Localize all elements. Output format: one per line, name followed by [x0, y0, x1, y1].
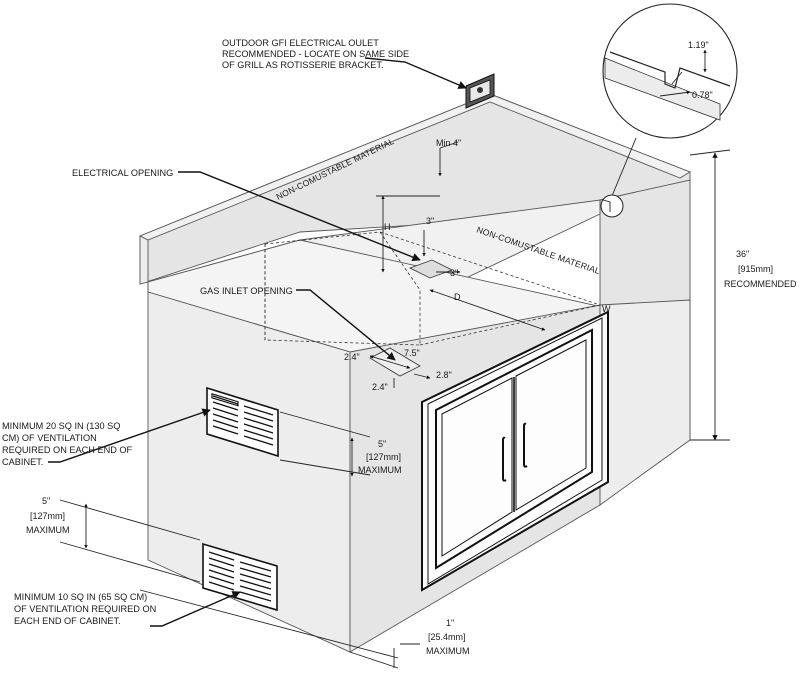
- gas-inlet-box: [369, 347, 431, 388]
- label-gfi: OUTDOOR GFI ELECTRICAL OULET RECOMMENDED…: [222, 38, 409, 70]
- access-doors: [421, 310, 609, 592]
- svg-text:[915mm]: [915mm]: [738, 264, 773, 274]
- vent-grille-upper: [206, 386, 279, 458]
- detail-dim-1-19: 1.19": [688, 40, 709, 50]
- dim-36-text: 36" [915mm] RECOMMENDED: [724, 249, 797, 289]
- dim-3in-b: 3": [450, 268, 458, 278]
- electrical-opening-box: [408, 230, 461, 279]
- detail-dim-0-78: 0.78": [692, 90, 713, 100]
- label-gas-inlet: GAS INLET OPENING: [200, 286, 293, 296]
- svg-text:1": 1": [446, 618, 454, 628]
- svg-text:MAXIMUM: MAXIMUM: [426, 646, 470, 656]
- dim-vent-lower: [59, 499, 201, 583]
- leader-electrical: [178, 171, 421, 262]
- dim-gas-7-5: 7.5": [404, 348, 420, 358]
- svg-text:MAXIMUM: MAXIMUM: [26, 525, 70, 535]
- dim-d-line: [429, 289, 546, 331]
- dim-36-line: [689, 149, 731, 441]
- dim-vent-upper-text: 5" [127mm] MAXIMUM: [358, 439, 402, 475]
- svg-text:REQUIRED ON EACH END OF: REQUIRED ON EACH END OF: [2, 445, 133, 455]
- svg-text:5": 5": [42, 496, 50, 506]
- dim-gas-2-4-a: 2.4": [344, 352, 360, 362]
- svg-text:[127mm]: [127mm]: [30, 511, 65, 521]
- svg-text:CABINET.: CABINET.: [2, 457, 43, 467]
- dim-w: W: [602, 304, 611, 314]
- label-vent-lower: MINIMUM 10 SQ IN (65 SQ CM) OF VENTILATI…: [14, 592, 156, 626]
- dim-vent-upper: [279, 411, 371, 477]
- svg-text:OUTDOOR GFI ELECTRICAL OULET: OUTDOOR GFI ELECTRICAL OULET: [222, 38, 379, 48]
- dim-3in-a: 3": [426, 216, 434, 226]
- leader-vent-upper: [48, 408, 211, 463]
- dim-gas-2-4-b: 2.4": [372, 382, 388, 392]
- leader-gfi: [364, 57, 467, 89]
- svg-text:CM) OF VENTILATION: CM) OF VENTILATION: [2, 433, 97, 443]
- leader-vent-lower: [150, 591, 241, 627]
- svg-text:RECOMMENDED: RECOMMENDED: [724, 279, 797, 289]
- detail-callout: [600, 3, 738, 218]
- dim-h: H: [384, 222, 391, 232]
- svg-text:[25.4mm]: [25.4mm]: [428, 632, 466, 642]
- svg-text:EACH END OF CABINET.: EACH END OF CABINET.: [14, 616, 121, 626]
- dim-h-line: [376, 195, 440, 273]
- svg-text:[127mm]: [127mm]: [366, 452, 401, 462]
- svg-text:36": 36": [736, 249, 749, 259]
- dim-min4-line: [438, 141, 459, 177]
- door-handle-icon: [502, 422, 528, 482]
- dim-vent-lower-text: 5" [127mm] MAXIMUM: [26, 496, 70, 535]
- svg-text:MAXIMUM: MAXIMUM: [358, 465, 402, 475]
- dim-d: D: [454, 292, 461, 302]
- label-vent-upper: MINIMUM 20 SQ IN (130 SQ CM) OF VENTILAT…: [2, 421, 133, 467]
- dim-gas-2-8: 2.8": [436, 370, 452, 380]
- svg-text:OF GRILL AS ROTISSERIE BRACKET: OF GRILL AS ROTISSERIE BRACKET.: [222, 60, 384, 70]
- leader-gas: [296, 289, 396, 361]
- dim-bottom-gap: [139, 589, 420, 669]
- dim-bottom-gap-text: 1" [25.4mm] MAXIMUM: [426, 618, 470, 656]
- outlet-icon: [465, 73, 495, 109]
- svg-text:RECOMMENDED - LOCATE ON SAME S: RECOMMENDED - LOCATE ON SAME SIDE: [222, 49, 409, 59]
- label-electrical-opening: ELECTRICAL OPENING: [72, 168, 173, 178]
- svg-text:5": 5": [378, 439, 386, 449]
- svg-text:MINIMUM 20 SQ IN (130 SQ: MINIMUM 20 SQ IN (130 SQ: [2, 421, 120, 431]
- svg-text:OF VENTILATION REQUIRED ON: OF VENTILATION REQUIRED ON: [14, 604, 156, 614]
- svg-text:MINIMUM 10 SQ IN (65 SQ CM): MINIMUM 10 SQ IN (65 SQ CM): [14, 592, 147, 602]
- dim-min4: Min 4": [436, 138, 461, 148]
- vent-grille-lower: [202, 542, 278, 612]
